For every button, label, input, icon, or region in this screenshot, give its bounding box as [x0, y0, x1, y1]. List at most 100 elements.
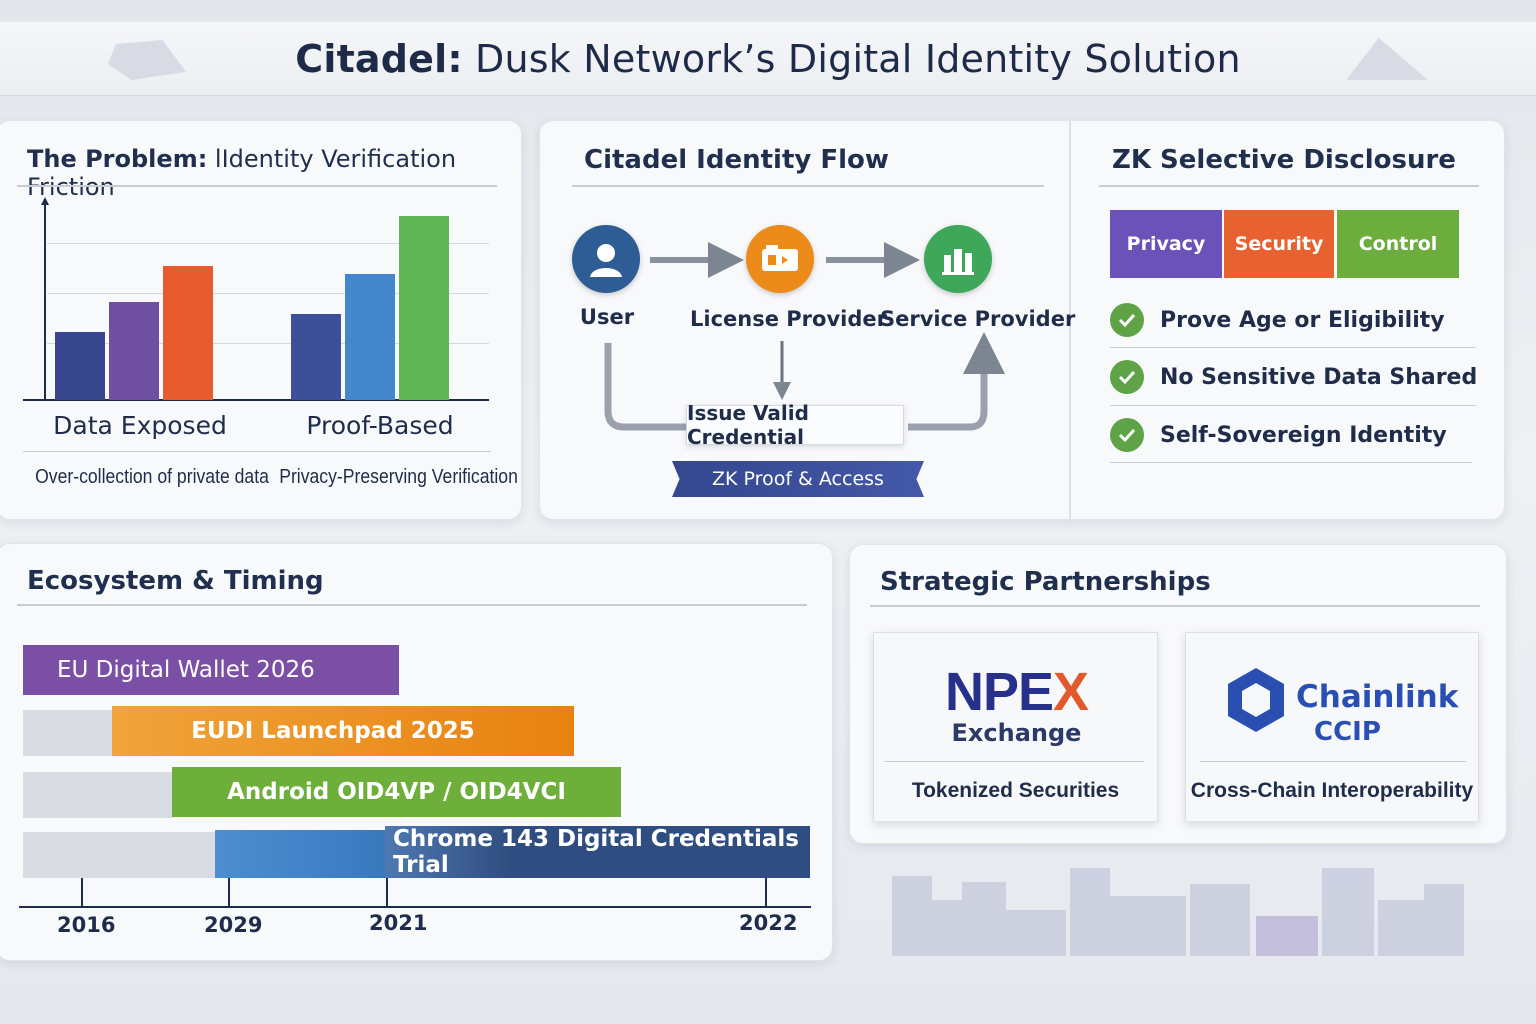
- gridline: [47, 343, 489, 344]
- axis-arrow-icon: [41, 197, 49, 205]
- divider: [1200, 761, 1466, 762]
- timeline-bar-label: EU Digital Wallet 2026: [57, 657, 315, 683]
- check-item: No Sensitive Data Shared: [1110, 360, 1477, 394]
- decorative-shape: [1346, 38, 1428, 80]
- partnerships-title: Strategic Partnerships: [880, 567, 1211, 597]
- timeline-bar: [215, 830, 387, 878]
- check-icon: [1110, 418, 1144, 452]
- group-label: Proof-Based: [306, 411, 454, 440]
- group-caption: Over-collection of private data: [35, 466, 269, 488]
- x-axis: [23, 399, 489, 401]
- partner-chainlink: Chainlink CCIP Cross-Chain Interoperabil…: [1185, 632, 1479, 822]
- timeline-tick: [81, 878, 83, 908]
- flow-label-user: User: [579, 305, 635, 329]
- timeline-tick: [386, 878, 388, 908]
- decorative-shape: [108, 40, 186, 80]
- flow-label-license: License Provider: [690, 307, 887, 331]
- check-icon: [1110, 303, 1144, 337]
- problem-title: The Problem: lIdentity Verification Fric…: [27, 145, 521, 201]
- flow-title: Citadel Identity Flow: [584, 145, 889, 175]
- npex-logo-sub: Exchange: [951, 719, 1082, 747]
- license-icon: [762, 245, 798, 271]
- flow-card: Citadel Identity Flow: [539, 120, 1505, 521]
- title-bar: Citadel: Dusk Network’s Digital Identity…: [0, 22, 1536, 96]
- divider: [1099, 185, 1479, 187]
- flow-label-service: Service Provider: [880, 307, 1076, 331]
- problem-title-rest: lIdentity Verification Friction: [27, 145, 457, 201]
- building-icon: [942, 249, 974, 275]
- partnerships-card: Strategic Partnerships NPEX Exchange Tok…: [849, 544, 1507, 844]
- chart-bar: [163, 266, 213, 400]
- divider: [572, 185, 1044, 187]
- zk-tag-control: Control: [1337, 210, 1459, 278]
- problem-title-strong: The Problem:: [27, 145, 208, 173]
- timeline-bar: EUDI Launchpad 2025: [112, 706, 574, 756]
- y-axis: [44, 203, 46, 401]
- group-caption: Privacy-Preserving Verification: [279, 466, 518, 488]
- timeline-year: 2029: [204, 913, 263, 937]
- chart-bar: [291, 314, 341, 400]
- divider: [23, 451, 491, 452]
- timeline-year: 2022: [739, 911, 798, 935]
- timeline-track: [23, 772, 173, 818]
- chart-bar: [345, 274, 395, 400]
- check-item: Self-Sovereign Identity: [1110, 418, 1447, 452]
- divider: [884, 761, 1144, 762]
- check-item-label: No Sensitive Data Shared: [1160, 364, 1478, 390]
- partner-caption: Tokenized Securities: [911, 779, 1120, 802]
- timeline-track: [23, 710, 115, 756]
- flow-arrows: [604, 242, 1005, 431]
- user-node: [572, 225, 640, 293]
- timeline-bar: EU Digital Wallet 2026: [23, 645, 399, 695]
- issue-credential-box: Issue Valid Credential: [686, 401, 904, 449]
- bars-layer: [17, 195, 497, 400]
- zk-tag-privacy: Privacy: [1110, 210, 1222, 278]
- chart-bar: [109, 302, 159, 400]
- chainlink-logo-sub: CCIP: [1314, 717, 1381, 747]
- check-item-label: Prove Age or Eligibility: [1160, 307, 1445, 333]
- timeline-bar-label: EUDI Launchpad 2025: [191, 718, 475, 744]
- chainlink-logo-text: Chainlink: [1296, 679, 1459, 715]
- timeline-bar-label: Android OID4VP / OID4VCI: [227, 779, 566, 805]
- timeline-bar: Chrome 143 Digital Credentials Trial: [385, 826, 810, 878]
- partner-caption: Cross-Chain Interoperability: [1190, 779, 1474, 802]
- page-title-rest: Dusk Network’s Digital Identity Solution: [462, 36, 1241, 81]
- divider: [870, 605, 1480, 607]
- partner-npex: NPEX Exchange Tokenized Securities: [873, 632, 1158, 822]
- user-icon: [590, 244, 622, 277]
- divider: [1110, 462, 1472, 463]
- vertical-separator: [1069, 121, 1071, 521]
- timeline-year: 2021: [369, 911, 428, 935]
- divider: [1110, 347, 1476, 348]
- check-item-label: Self-Sovereign Identity: [1160, 422, 1447, 448]
- divider: [1110, 405, 1476, 406]
- check-icon: [1110, 360, 1144, 394]
- chart-bar: [399, 216, 449, 400]
- page-title: Citadel: Dusk Network’s Digital Identity…: [295, 37, 1241, 81]
- npex-logo: NPEX: [874, 661, 1159, 723]
- timeline-bar-label: Chrome 143 Digital Credentials Trial: [393, 826, 799, 878]
- zk-tag-security: Security: [1224, 210, 1334, 278]
- license-provider-node: [746, 225, 814, 293]
- timeline-bar: Android OID4VP / OID4VCI: [172, 767, 621, 817]
- timeline-tick: [228, 878, 230, 908]
- group-label: Data Exposed: [53, 411, 227, 440]
- timeline-tick: [765, 878, 767, 908]
- zk-title: ZK Selective Disclosure: [1112, 145, 1456, 175]
- timeline-year: 2016: [57, 913, 116, 937]
- zk-access-ribbon: ZK Proof & Access: [672, 461, 924, 497]
- gridline: [47, 293, 489, 294]
- npex-logo-text: NPE: [944, 662, 1054, 722]
- ecosystem-title: Ecosystem & Timing: [27, 566, 324, 596]
- page-title-strong: Citadel:: [295, 36, 463, 81]
- problem-card: The Problem: lIdentity Verification Fric…: [0, 120, 522, 520]
- divider: [17, 185, 497, 187]
- service-provider-node: [924, 225, 992, 293]
- divider: [17, 604, 807, 606]
- chainlink-hexagon-icon: [1228, 668, 1284, 732]
- gridline: [47, 243, 489, 244]
- problem-chart: [17, 195, 497, 405]
- timeline-axis: [19, 906, 811, 908]
- check-item: Prove Age or Eligibility: [1110, 303, 1445, 337]
- ecosystem-card: Ecosystem & Timing EU Digital Wallet 202…: [0, 543, 833, 961]
